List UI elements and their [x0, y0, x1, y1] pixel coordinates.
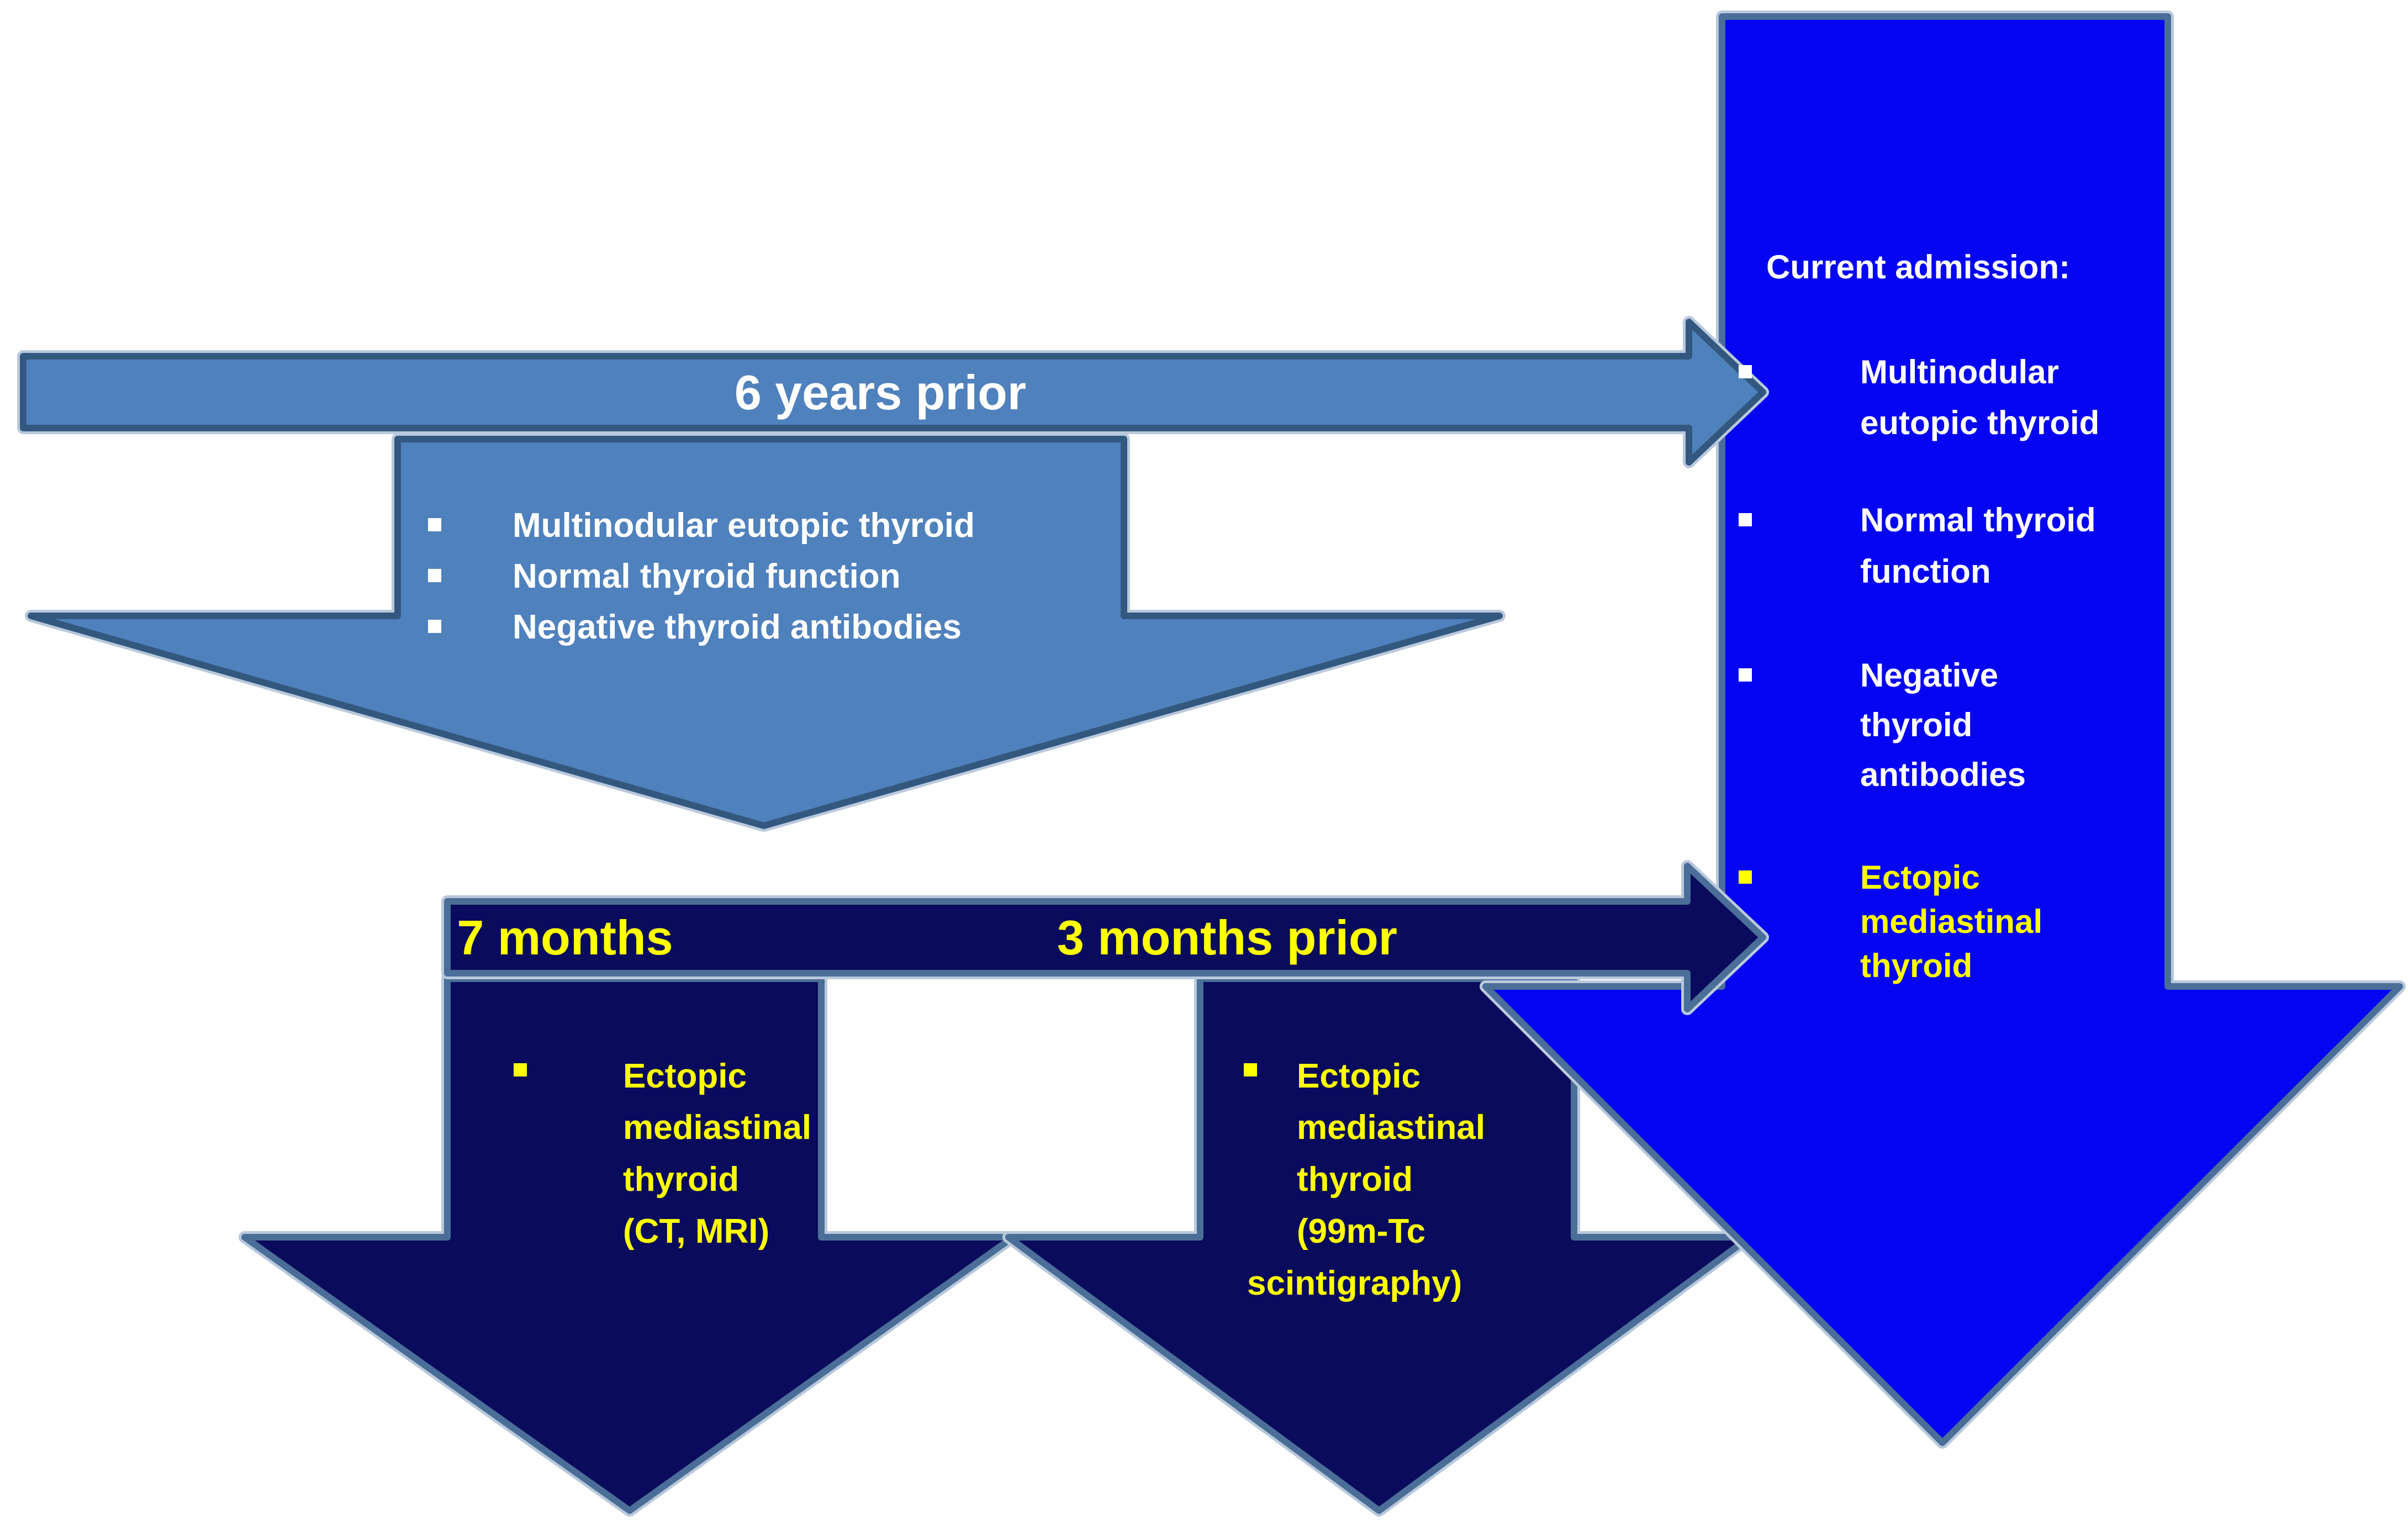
- bullet-icon: [514, 1063, 527, 1076]
- admission-item-4-line-1: Ectopic: [1860, 859, 1980, 896]
- scintigraphy-line-4: (99m-Tc: [1297, 1212, 1425, 1250]
- scintigraphy-line-2: mediastinal: [1297, 1109, 1485, 1147]
- admission-item-1-line-2: eutopic thyroid: [1860, 404, 2099, 441]
- bullet-icon: [1739, 870, 1752, 884]
- six-years-findings-pentagon: [28, 436, 1503, 829]
- bullet-icon: [428, 569, 441, 582]
- scintigraphy-line-3: thyroid: [1297, 1160, 1413, 1199]
- admission-item-4-line-3: thyroid: [1860, 947, 1972, 984]
- bullet-icon: [1739, 365, 1752, 378]
- scintigraphy-line-5: scintigraphy): [1247, 1264, 1462, 1302]
- three-months-prior-label: 3 months prior: [1057, 910, 1397, 965]
- admission-item-4-line-2: mediastinal: [1860, 903, 2042, 940]
- ct-mri-line-2: mediastinal: [623, 1109, 811, 1147]
- six-years-timeline-arrow: [20, 319, 1766, 466]
- bullet-icon: [428, 620, 441, 633]
- six-years-prior-label: 6 years prior: [735, 365, 1026, 420]
- ct-mri-line-3: thyroid: [623, 1160, 739, 1199]
- admission-item-2-line-2: function: [1860, 553, 1991, 590]
- bullet-icon: [428, 518, 441, 531]
- bullet-icon: [1739, 668, 1752, 682]
- prior-finding-3: Negative thyroid antibodies: [513, 608, 962, 646]
- prior-finding-1: Multinodular eutopic thyroid: [513, 506, 975, 545]
- seven-months-label: 7 months: [457, 910, 673, 965]
- months-timeline-arrow: [444, 863, 1766, 1012]
- ct-mri-line-1: Ectopic: [623, 1057, 747, 1095]
- prior-finding-2: Normal thyroid function: [513, 557, 901, 595]
- scintigraphy-line-1: Ectopic: [1297, 1057, 1420, 1095]
- current-admission-title: Current admission:: [1766, 249, 2070, 286]
- ct-mri-pentagon: [241, 975, 1016, 1514]
- admission-item-3-line-3: antibodies: [1860, 756, 2026, 793]
- admission-item-2-line-1: Normal thyroid: [1860, 502, 2096, 539]
- admission-item-1-line-1: Multinodular: [1860, 353, 2059, 390]
- admission-item-3-line-2: thyroid: [1860, 706, 1972, 743]
- admission-item-3-line-1: Negative: [1860, 657, 1998, 694]
- bullet-icon: [1244, 1063, 1257, 1076]
- ct-mri-line-4: (CT, MRI): [623, 1212, 769, 1250]
- bullet-icon: [1739, 513, 1752, 526]
